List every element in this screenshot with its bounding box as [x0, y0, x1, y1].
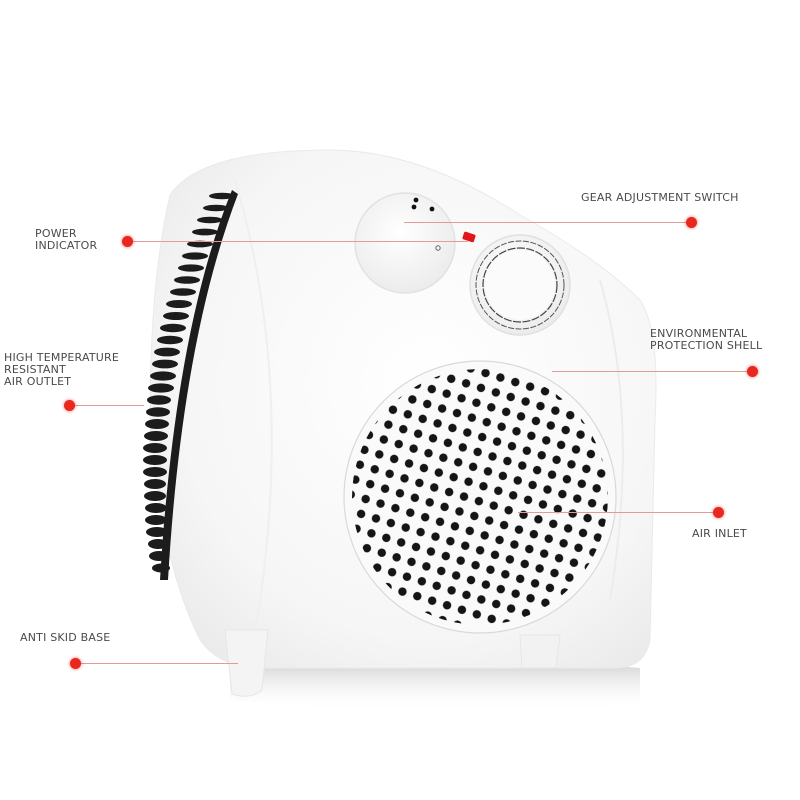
label-line: INDICATOR [35, 239, 98, 252]
leader-line-gear-switch [404, 222, 692, 223]
label-line: ENVIRONMENTAL [650, 327, 748, 340]
callout-label-air-inlet: AIR INLET [692, 528, 747, 540]
leader-line-air-outlet [74, 405, 144, 406]
label-line: HIGH TEMPERATURE [4, 351, 119, 364]
callout-label-gear-switch: GEAR ADJUSTMENT SWITCH [581, 192, 739, 204]
callout-dot-power-indicator [122, 236, 133, 247]
callout-dot-shell [747, 366, 758, 377]
control-disk [354, 192, 456, 294]
callout-dot-gear-switch [686, 217, 697, 228]
floor-shadow [230, 658, 640, 712]
leader-line-power-indicator [133, 241, 468, 242]
callout-label-air-outlet: HIGH TEMPERATURE RESISTANT AIR OUTLET [4, 352, 119, 388]
leader-line-anti-skid [80, 663, 238, 664]
air-outlet-fins [143, 190, 238, 580]
callout-label-shell: ENVIRONMENTAL PROTECTION SHELL [650, 328, 762, 352]
callout-label-anti-skid: ANTI SKID BASE [20, 632, 110, 644]
callout-label-power-indicator: POWER INDICATOR [35, 228, 97, 252]
label-line: AIR INLET [692, 527, 747, 540]
air-inlet-grille [343, 360, 617, 634]
label-line: PROTECTION SHELL [650, 339, 763, 352]
label-line: POWER [35, 227, 77, 240]
gear-knob[interactable] [469, 234, 571, 336]
power-indicator-light [462, 231, 476, 243]
callout-dot-anti-skid [70, 658, 81, 669]
leader-line-shell [552, 371, 752, 372]
label-line: RESISTANT [4, 363, 66, 376]
label-line: GEAR ADJUSTMENT SWITCH [581, 191, 739, 204]
label-line: ANTI SKID BASE [20, 631, 111, 644]
callout-dot-air-outlet [64, 400, 75, 411]
label-line: AIR OUTLET [4, 375, 72, 388]
callout-dot-air-inlet [713, 507, 724, 518]
leader-line-air-inlet [518, 512, 718, 513]
